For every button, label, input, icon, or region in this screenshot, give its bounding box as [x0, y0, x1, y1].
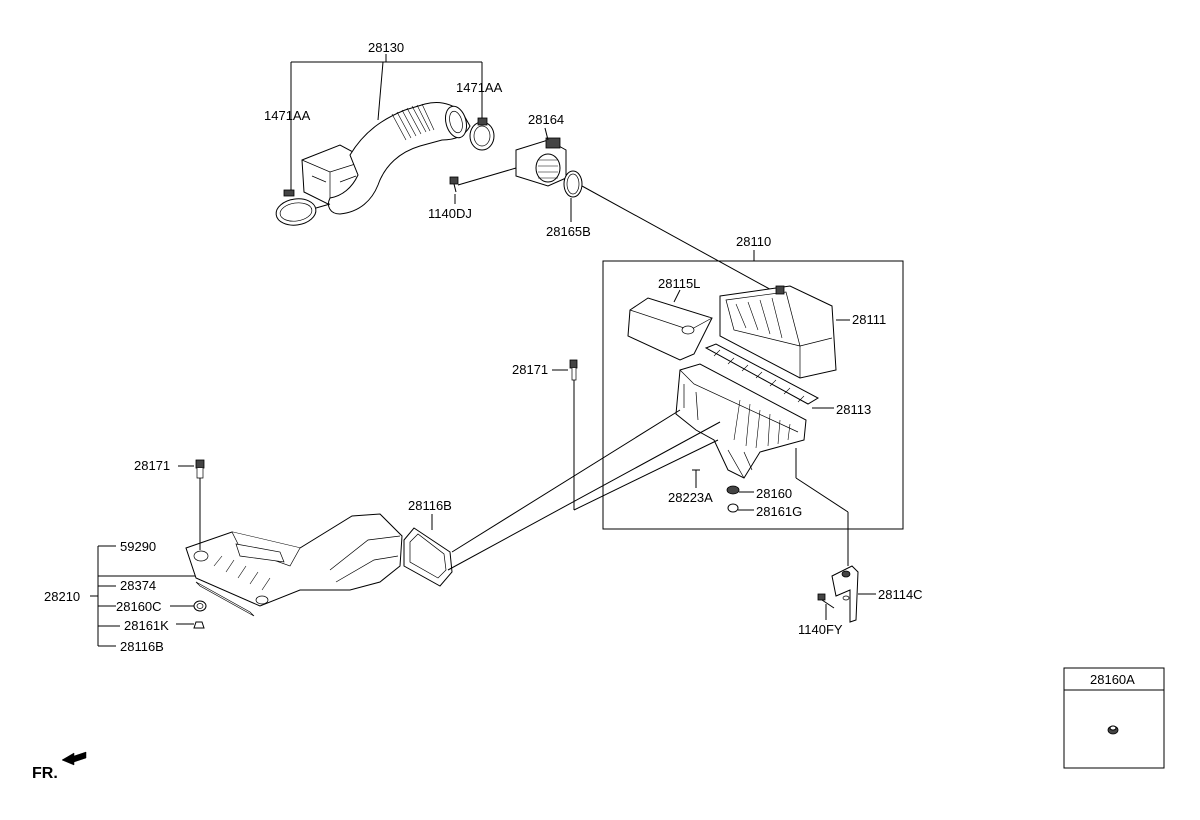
grommet-28160C — [170, 600, 207, 612]
bolt-28171-left — [195, 459, 205, 550]
air-flow-sensor-group: 28164 1140DJ 28165B — [428, 112, 776, 293]
filter-element — [704, 343, 820, 405]
air-flow-sensor — [515, 137, 567, 187]
label-1471AA-right: 1471AA — [456, 80, 503, 95]
hose-body — [327, 101, 471, 215]
label-28171-left: 28171 — [134, 458, 170, 473]
label-28161K: 28161K — [124, 618, 169, 633]
hose-clamp-left — [275, 189, 331, 226]
front-direction-arrow-icon — [61, 751, 87, 766]
bolt-28171-top — [569, 359, 719, 511]
label-28160C: 28160C — [116, 599, 162, 614]
label-28116B-bottom: 28116B — [120, 639, 164, 654]
bolt-1140FY — [817, 593, 835, 620]
label-28110: 28110 — [736, 234, 771, 249]
label-28116B-mid: 28116B — [408, 498, 452, 513]
cleaner-cover — [719, 285, 837, 379]
filter-cover-28115L — [627, 297, 713, 361]
label-28161G: 28161G — [756, 504, 802, 519]
label-28374: 28374 — [120, 578, 156, 593]
lower-duct-group: 28116B 28171 59290 28374 28210 28160C 28… — [44, 409, 721, 654]
label-28165B: 28165B — [546, 224, 591, 239]
clip-28223A — [692, 469, 700, 488]
intake-duct-body — [185, 513, 403, 607]
hose-clamp-right — [469, 117, 495, 151]
bushing-28161G — [727, 503, 754, 513]
label-28111: 28111 — [852, 312, 886, 327]
bracket-28114C — [831, 565, 859, 623]
front-orientation: FR. — [32, 751, 87, 782]
o-ring-28165B — [563, 170, 583, 222]
label-28160A: 28160A — [1090, 672, 1135, 687]
label-28171-top: 28171 — [512, 362, 548, 377]
label-28113: 28113 — [836, 402, 871, 417]
grommet-28160 — [726, 485, 754, 495]
label-28210: 28210 — [44, 589, 80, 604]
label-28115L: 28115L — [658, 276, 700, 291]
label-28223A: 28223A — [668, 490, 713, 505]
label-28114C: 28114C — [878, 587, 923, 602]
label-28164: 28164 — [528, 112, 564, 127]
label-28160: 28160 — [756, 486, 792, 501]
bushing-28161K — [176, 621, 205, 629]
label-1140FY: 1140FY — [798, 622, 843, 637]
label-1471AA-left: 1471AA — [264, 108, 311, 123]
bracket-group: 28114C 1140FY — [798, 565, 923, 637]
fr-label: FR. — [32, 765, 58, 782]
label-59290: 59290 — [120, 539, 156, 554]
air-cleaner-assembly: 28110 28111 28115L 28113 — [512, 234, 904, 530]
gasket-28116B — [403, 527, 453, 587]
screw-1140DJ — [449, 167, 517, 204]
seal-strip-28374 — [195, 581, 255, 617]
label-28130: 28130 — [368, 40, 404, 55]
label-1140DJ: 1140DJ — [428, 206, 472, 221]
grommet-28160A — [1107, 725, 1119, 735]
intake-hose-group: 28130 1471AA 1471AA — [264, 40, 503, 226]
inset-28160A: 28160A — [1063, 667, 1165, 769]
cleaner-lower-case — [675, 363, 807, 479]
